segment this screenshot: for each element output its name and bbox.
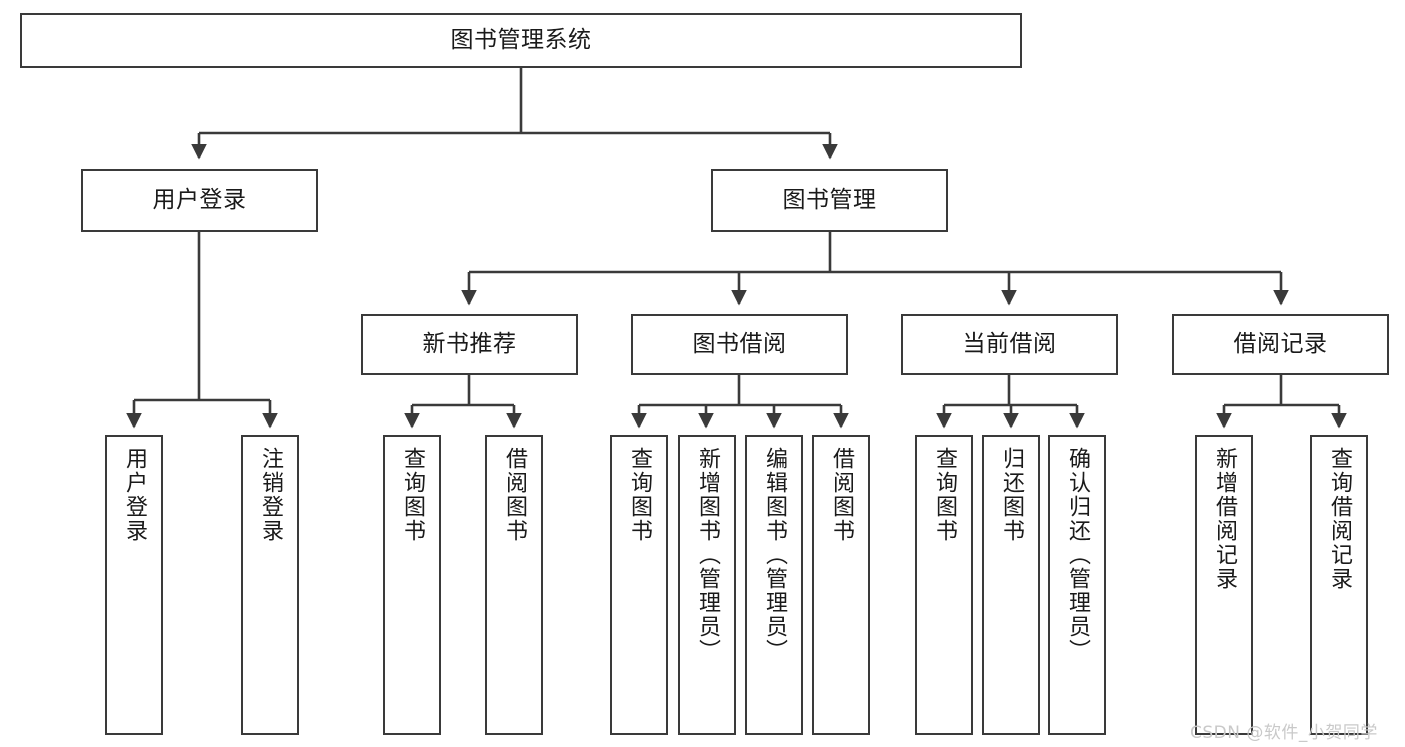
leaf-confirm-return-admin[interactable]: 确认归还（管理员） — [1048, 435, 1106, 735]
node-current-borrow[interactable]: 当前借阅 — [901, 314, 1118, 375]
node-new-book-recommend[interactable]: 新书推荐 — [361, 314, 578, 375]
node-borrow-record[interactable]: 借阅记录 — [1172, 314, 1389, 375]
node-current-borrow-label: 当前借阅 — [962, 331, 1057, 358]
node-root[interactable]: 图书管理系统 — [20, 13, 1022, 68]
node-book-management[interactable]: 图书管理 — [711, 169, 948, 232]
leaf-query-borrow-record[interactable]: 查询借阅记录 — [1310, 435, 1368, 735]
leaf-query-book-borrow-label: 查询图书 — [626, 447, 652, 543]
leaf-logout[interactable]: 注销登录 — [241, 435, 299, 735]
node-borrow-record-label: 借阅记录 — [1233, 331, 1328, 358]
leaf-borrow-book[interactable]: 借阅图书 — [812, 435, 870, 735]
leaf-query-book-recommend[interactable]: 查询图书 — [383, 435, 441, 735]
node-book-borrow-label: 图书借阅 — [692, 331, 787, 358]
node-book-management-label: 图书管理 — [782, 187, 877, 214]
leaf-add-borrow-record[interactable]: 新增借阅记录 — [1195, 435, 1253, 735]
leaf-borrow-book-label: 借阅图书 — [828, 447, 854, 543]
leaf-add-book-admin[interactable]: 新增图书（管理员） — [678, 435, 736, 735]
node-new-book-recommend-label: 新书推荐 — [422, 331, 517, 358]
leaf-add-borrow-record-label: 新增借阅记录 — [1211, 447, 1237, 591]
leaf-query-book-current-label: 查询图书 — [931, 447, 957, 543]
leaf-logout-label: 注销登录 — [257, 447, 283, 543]
csdn-watermark: CSDN @软件_小贺同学 — [1190, 723, 1378, 743]
leaf-query-book-borrow[interactable]: 查询图书 — [610, 435, 668, 735]
leaf-return-book-label: 归还图书 — [998, 447, 1024, 543]
leaf-query-borrow-record-label: 查询借阅记录 — [1326, 447, 1352, 591]
leaf-borrow-book-recommend[interactable]: 借阅图书 — [485, 435, 543, 735]
leaf-edit-book-admin[interactable]: 编辑图书（管理员） — [745, 435, 803, 735]
leaf-confirm-return-admin-label: 确认归还（管理员） — [1064, 447, 1090, 663]
leaf-edit-book-admin-label: 编辑图书（管理员） — [761, 447, 787, 663]
leaf-add-book-admin-label: 新增图书（管理员） — [694, 447, 720, 663]
node-user-login[interactable]: 用户登录 — [81, 169, 318, 232]
node-user-login-label: 用户登录 — [152, 187, 247, 214]
leaf-query-book-current[interactable]: 查询图书 — [915, 435, 973, 735]
node-root-label: 图书管理系统 — [450, 27, 592, 54]
leaf-user-login-label: 用户登录 — [121, 447, 147, 543]
leaf-user-login[interactable]: 用户登录 — [105, 435, 163, 735]
leaf-return-book[interactable]: 归还图书 — [982, 435, 1040, 735]
node-book-borrow[interactable]: 图书借阅 — [631, 314, 848, 375]
leaf-query-book-recommend-label: 查询图书 — [399, 447, 425, 543]
leaf-borrow-book-recommend-label: 借阅图书 — [501, 447, 527, 543]
